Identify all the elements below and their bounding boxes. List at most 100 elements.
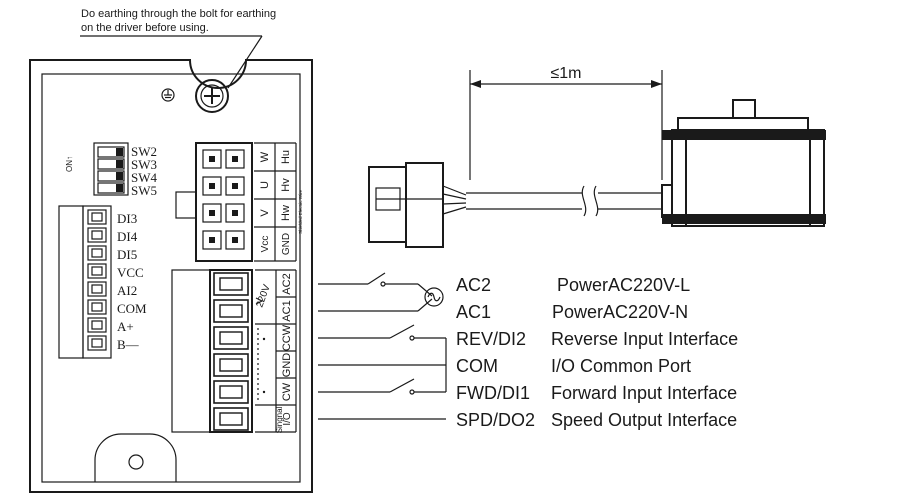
bolt-head xyxy=(195,79,229,113)
power-block-housing xyxy=(171,269,211,433)
power-terminal-slot xyxy=(219,358,243,372)
connection-description: Reverse Input Interface xyxy=(551,329,738,349)
earthing-note-line1: Do earthing through the bolt for earthin… xyxy=(81,8,276,20)
driver-outline xyxy=(29,59,313,493)
connector-label-hw: Hw xyxy=(280,205,292,221)
dip-switch-sw3[interactable] xyxy=(97,158,125,170)
connector-label-w: W xyxy=(259,151,271,162)
motor-flange-right xyxy=(809,129,825,227)
connector-label-hv: Hv xyxy=(280,178,292,192)
power-terminal-slot xyxy=(219,385,243,399)
connection-terminal: AC1 xyxy=(456,302,491,322)
motor-connector: W U V Vcc Hu Hv Hw GND Shielded Electric… xyxy=(175,142,303,262)
terminal-label: DI4 xyxy=(117,229,138,244)
terminal-screw-slot xyxy=(91,266,103,276)
mounting-tab xyxy=(94,433,177,482)
earthing-note: Do earthing through the bolt for earthin… xyxy=(80,8,276,89)
dip-switch-sw5[interactable] xyxy=(97,182,125,194)
driver-panel xyxy=(41,73,301,483)
power-terminal-screw xyxy=(213,299,249,323)
terminal-screw xyxy=(87,299,107,315)
plug-body xyxy=(405,162,444,248)
terminal-screw-slot xyxy=(91,284,103,294)
signal-label: Singnal xyxy=(275,406,284,433)
terminal-label: B— xyxy=(117,337,140,352)
dip-label: SW3 xyxy=(131,157,157,172)
dip-switch-sw2[interactable] xyxy=(97,146,125,158)
motor-body xyxy=(685,129,811,227)
connection-description: I/O Common Port xyxy=(551,356,691,376)
power-terminal-slot xyxy=(219,277,243,291)
connector-pin-core xyxy=(209,237,215,243)
connection-terminal: COM xyxy=(456,356,498,376)
terminal-label: DI3 xyxy=(117,211,137,226)
sine-wave-icon xyxy=(427,292,441,302)
connector-pin-core xyxy=(232,210,238,216)
mounting-hole xyxy=(128,454,144,470)
motor-top-cap xyxy=(677,117,809,131)
earthing-note-line2: on the driver before using. xyxy=(81,22,209,34)
terminal-label: COM xyxy=(117,301,147,316)
terminal-screw xyxy=(87,209,107,225)
motor-shaft xyxy=(732,99,756,119)
dip-switch-block: ON↑ SW2 SW3 SW4 SW5 xyxy=(65,142,158,198)
cable-length-dimension: ≤1m xyxy=(469,65,663,180)
connector-pin-core xyxy=(209,210,215,216)
connection-labels: AC2 PowerAC220V-L AC1 PowerAC220V-N REV/… xyxy=(456,275,738,430)
external-wiring xyxy=(318,272,447,420)
terminal-screw xyxy=(87,227,107,243)
power-block-front xyxy=(209,269,253,433)
power-label-gnd: GND xyxy=(281,353,293,378)
terminal-label: VCC xyxy=(117,265,144,280)
switch-lever xyxy=(389,324,415,339)
terminal-block-housing xyxy=(58,205,84,359)
power-label-cw: CW xyxy=(281,382,293,401)
terminal-screw-slot xyxy=(91,230,103,240)
connection-description: PowerAC220V-N xyxy=(552,302,688,322)
terminal-screw-slot xyxy=(91,248,103,258)
connector-label-hu: Hu xyxy=(280,150,292,164)
voltage-label: 220V xyxy=(254,283,272,309)
dip-on-label: ON↑ xyxy=(65,156,74,172)
power-label-ac1: AC1 xyxy=(281,300,293,321)
left-terminal-block: DI3 DI4 DI5 VCC AI2 COM A+ B— xyxy=(58,205,147,359)
ac-source-icon xyxy=(424,287,444,307)
connector-pin-core xyxy=(232,183,238,189)
power-terminal-screw xyxy=(213,407,249,431)
terminal-screw-slot xyxy=(91,338,103,348)
dip-switch-sw4[interactable] xyxy=(97,170,125,182)
power-terminal-block: AC2 AC1 CCW GND CW I/O 220V Singnal xyxy=(171,269,297,433)
connection-terminal: REV/DI2 xyxy=(456,329,526,349)
dip-knob xyxy=(116,160,123,168)
connector-latch xyxy=(175,191,197,219)
power-label-ac2: AC2 xyxy=(281,273,293,294)
terminal-label: DI5 xyxy=(117,247,137,262)
dip-label: SW2 xyxy=(131,144,157,159)
voltage-bracket xyxy=(255,297,264,305)
terminal-label: AI2 xyxy=(117,283,137,298)
connector-pin-core xyxy=(209,156,215,162)
switch-contact xyxy=(380,281,386,287)
dip-label: SW5 xyxy=(131,183,157,198)
terminal-screw xyxy=(87,263,107,279)
power-terminal-screw xyxy=(213,326,249,350)
connection-terminal: FWD/DI1 xyxy=(456,383,530,403)
earthing-bolt xyxy=(195,79,229,113)
cable-break-mark xyxy=(581,185,587,217)
switch-contact xyxy=(409,335,415,341)
power-terminal-slot xyxy=(219,304,243,318)
connector-label-vcc: Vcc xyxy=(260,236,271,253)
dip-knob xyxy=(116,172,123,180)
motor-band-top xyxy=(662,130,826,140)
switch-lever xyxy=(389,378,415,393)
connector-pin-core xyxy=(232,156,238,162)
driver-body xyxy=(29,59,313,493)
connection-description: Speed Output Interface xyxy=(551,410,737,430)
motor-cable-gland xyxy=(661,184,673,218)
power-terminal-slot xyxy=(219,331,243,345)
dip-label: SW4 xyxy=(131,170,158,185)
arrow-right-icon xyxy=(651,80,662,88)
dip-housing xyxy=(93,142,129,196)
shielded-wire-label: Shielded Electric Wire xyxy=(298,189,303,234)
switch-lever xyxy=(367,272,386,285)
